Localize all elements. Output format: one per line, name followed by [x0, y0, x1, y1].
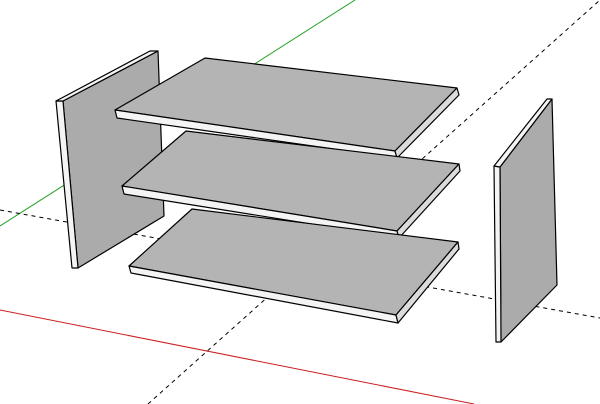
- right-panel-face: [499, 98, 558, 343]
- right-panel-top-edge: [493, 98, 553, 168]
- right-panel-edge: [493, 165, 502, 343]
- top-shelf[interactable]: [114, 57, 460, 159]
- red-axis: [0, 309, 475, 404]
- blue-axis-dashed: [147, 0, 600, 404]
- bottom-shelf-side-edge: [395, 241, 460, 324]
- middle-shelf[interactable]: [121, 130, 461, 239]
- right-side-panel[interactable]: [493, 98, 558, 343]
- top-shelf-side-edge: [394, 87, 460, 159]
- left-panel-top-edge: [55, 50, 159, 102]
- bottom-shelf[interactable]: [128, 208, 460, 324]
- left-side-panel[interactable]: [55, 50, 165, 269]
- left-panel-face: [62, 50, 165, 269]
